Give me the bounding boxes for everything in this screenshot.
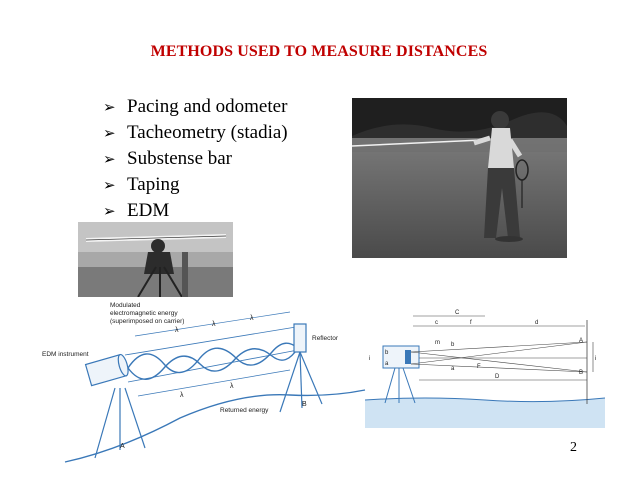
dim-c-top-label: C — [455, 310, 460, 316]
list-item: ➢ Tacheometry (stadia) — [103, 120, 288, 146]
reflector-label: Reflector — [312, 335, 339, 342]
dim-b-label: b — [451, 342, 455, 348]
lambda-label: λ — [180, 392, 184, 399]
subtense-bar-photo — [78, 222, 233, 297]
dim-D-label: D — [495, 374, 500, 380]
edm-diagram: λ λ λ λ λ Modulated electromagnetic ener… — [40, 300, 370, 465]
dim-a-label: a — [451, 366, 455, 372]
dim-b-left-label: b — [385, 350, 389, 356]
lambda-label: λ — [175, 327, 179, 334]
list-item: ➢ Pacing and odometer — [103, 94, 288, 120]
rod-A-label: A — [579, 338, 583, 344]
arrow-bullet-icon: ➢ — [103, 176, 116, 194]
dim-i-left-label: i — [369, 356, 370, 362]
rod-B-label: B — [579, 370, 583, 376]
dim-f-label: f — [470, 320, 472, 326]
point-b-label: B — [302, 401, 307, 408]
stadia-diagram: C c f d b a i m b a F D — [365, 308, 605, 428]
methods-list: ➢ Pacing and odometer ➢ Tacheometry (stadi… — [103, 94, 288, 224]
point-a-label: A — [120, 443, 125, 450]
slide-title: METHODS USED TO MEASURE DISTANCES — [150, 43, 488, 60]
dim-c-label: c — [435, 320, 438, 326]
energy-label: electromagnetic energy — [110, 310, 178, 317]
list-item-label: Substense bar — [127, 148, 233, 169]
instrument-label: EDM instrument — [42, 351, 89, 358]
list-item: ➢ EDM — [103, 198, 288, 224]
dim-d-label: d — [535, 320, 538, 326]
returned-energy-label: Returned energy — [220, 407, 269, 414]
dim-m-label: m — [435, 340, 440, 346]
list-item-label: EDM — [127, 200, 170, 221]
list-item-label: Tacheometry (stadia) — [127, 122, 288, 143]
dim-a-left-label: a — [385, 361, 389, 367]
page-number: 2 — [570, 440, 577, 455]
dim-F-label: F — [477, 364, 481, 370]
list-item-label: Pacing and odometer — [127, 96, 288, 117]
lambda-label: λ — [212, 321, 216, 328]
energy-label: Modulated — [110, 302, 141, 309]
arrow-bullet-icon: ➢ — [103, 202, 116, 220]
arrow-bullet-icon: ➢ — [103, 98, 116, 116]
rod-i-label: i — [595, 356, 596, 362]
lambda-label: λ — [230, 383, 234, 390]
taping-photo — [352, 98, 567, 258]
energy-label: (superimposed on carrier) — [110, 318, 184, 325]
arrow-bullet-icon: ➢ — [103, 150, 116, 168]
arrow-bullet-icon: ➢ — [103, 124, 116, 142]
list-item: ➢ Taping — [103, 172, 288, 198]
lambda-label: λ — [250, 315, 254, 322]
list-item-label: Taping — [127, 174, 180, 195]
list-item: ➢ Substense bar — [103, 146, 288, 172]
